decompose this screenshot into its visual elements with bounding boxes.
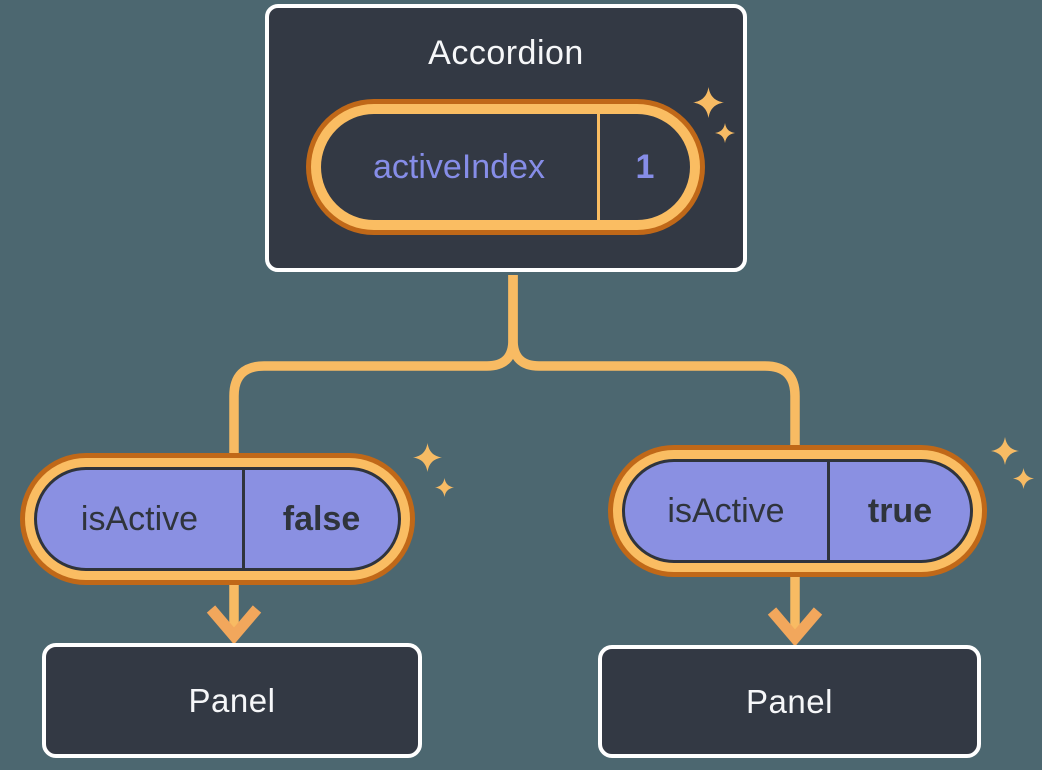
prop-pill-body: isActive false [34, 467, 401, 571]
pill-divider [242, 470, 245, 568]
sparkle-icon [1013, 468, 1034, 489]
panel-component-card-right: Panel [598, 645, 981, 758]
connector-branch-right [508, 275, 800, 632]
prop-value-label: false [282, 500, 361, 538]
sparkle-icon [991, 437, 1019, 465]
state-name-label: activeIndex [373, 148, 545, 186]
arrow-down-icon [206, 605, 262, 645]
prop-pill-is-active-false: isActive false [25, 458, 410, 580]
panel-component-card-left: Panel [42, 643, 422, 758]
panel-card-title: Panel [746, 682, 833, 720]
prop-pill-is-active-true: isActive true [613, 450, 982, 572]
pill-divider [827, 462, 830, 560]
panel-card-title: Panel [188, 681, 276, 719]
accordion-card-title: Accordion [428, 34, 584, 72]
pill-divider [597, 114, 600, 220]
arrow-down-icon [767, 607, 823, 647]
prop-name-label: isActive [80, 500, 199, 538]
state-value-label: 1 [635, 148, 655, 186]
sparkle-icon [693, 87, 724, 118]
prop-name-label: isActive [667, 492, 785, 530]
sparkle-icon [413, 443, 442, 472]
state-pill-body: activeIndex 1 [321, 114, 690, 220]
state-pill-active-index: activeIndex 1 [311, 104, 700, 230]
sparkle-icon [435, 478, 454, 497]
prop-pill-body: isActive true [622, 459, 973, 563]
sparkle-icon [715, 123, 735, 143]
prop-value-label: true [867, 492, 933, 530]
